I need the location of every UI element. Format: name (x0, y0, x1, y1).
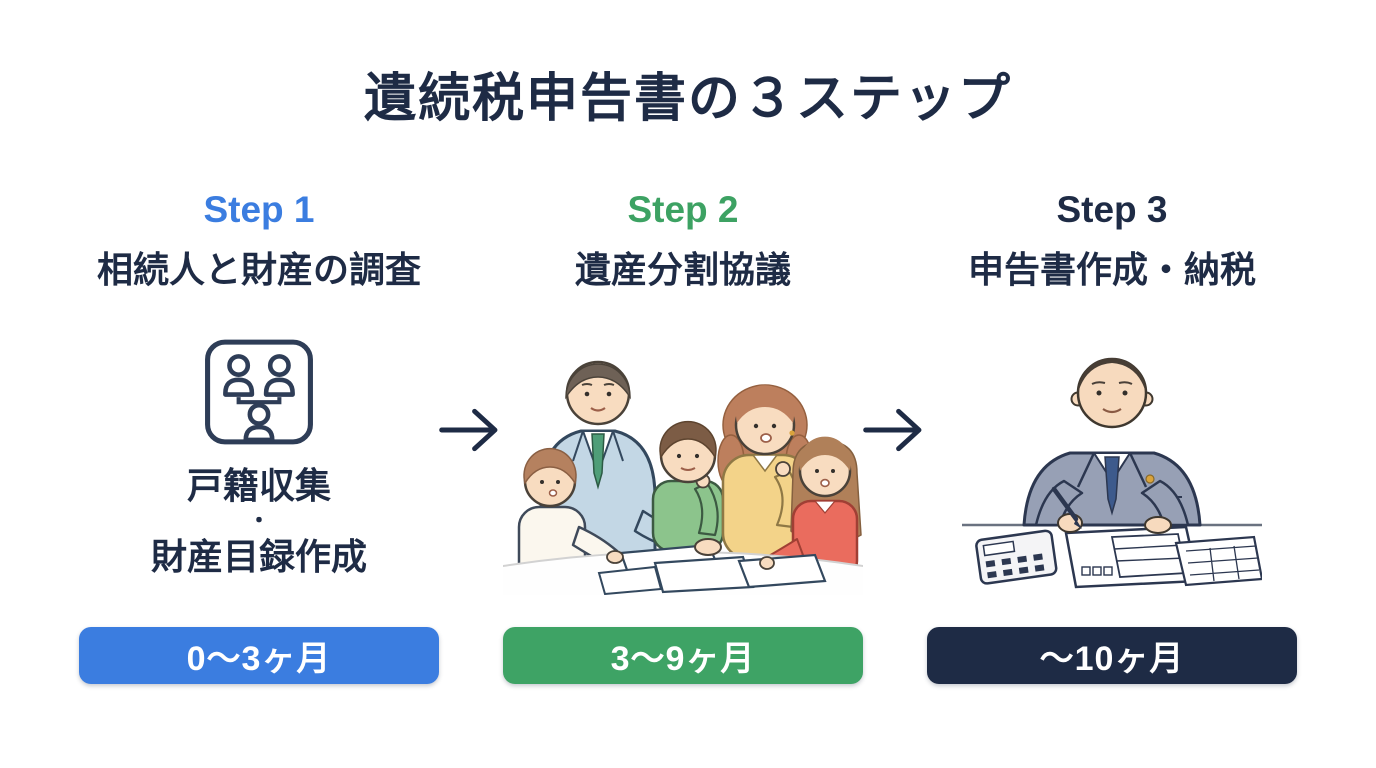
step-2-visual (503, 290, 863, 627)
step-3-subtitle: 申告書作成・納税 (967, 249, 1256, 291)
step-1-visual: 戸籍収集 ・ 財産目録作成 (79, 290, 439, 627)
right-arrow-icon (439, 408, 498, 451)
step-1-detail-line1: 戸籍収集 (186, 464, 331, 506)
step-2-subtitle: 遺産分割協議 (574, 249, 791, 291)
step-1-detail: 戸籍収集 ・ 財産目録作成 (151, 463, 367, 581)
family-tree-icon (205, 339, 313, 444)
step-3-duration-badge: 〜10ヶ月 (927, 626, 1297, 684)
step-1-duration-badge: 0〜3ヶ月 (79, 626, 439, 684)
step-2-duration-badge: 3〜9ヶ月 (503, 626, 863, 684)
step-3-visual (927, 290, 1297, 627)
step-1-label: Step 1 (203, 188, 315, 230)
step-1-subtitle: 相続人と財産の調査 (96, 249, 421, 291)
arrow-1-container (439, 190, 503, 684)
arrow-2-container (863, 190, 927, 684)
right-arrow-icon (863, 408, 922, 451)
step-1-column: Step 1 相続人と財産の調査 戸籍収集 ・ 財産目録作成 (79, 188, 439, 684)
tax-advisor-writing-illustration (962, 358, 1262, 589)
step-2-column: Step 2 遺産分割協議 (503, 188, 863, 684)
step-2-label: Step 2 (627, 188, 739, 230)
step-3-column: Step 3 申告書作成・納税 (927, 188, 1297, 684)
page-title: 遺続税申告書の３ステップ (363, 70, 1012, 128)
step-1-detail-separator: ・ (247, 508, 270, 534)
family-discussion-illustration (503, 361, 863, 596)
step-1-detail-line2: 財産目録作成 (150, 535, 367, 577)
steps-row: Step 1 相続人と財産の調査 戸籍収集 ・ 財産目録作成 (0, 188, 1376, 684)
step-3-label: Step 3 (1056, 188, 1168, 230)
